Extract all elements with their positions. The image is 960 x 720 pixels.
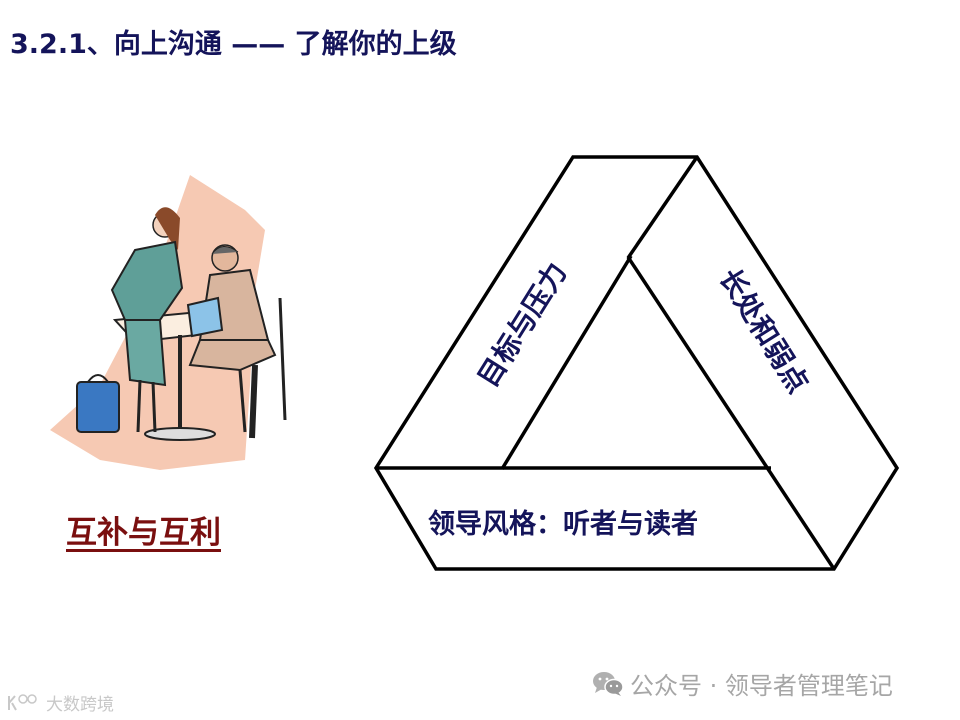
page-title: 3.2.1、向上沟通 —— 了解你的上级	[10, 29, 457, 60]
brand-watermark: 大数跨境	[6, 690, 114, 715]
wechat-icon	[593, 671, 624, 696]
wechat-account-text: 公众号 · 领导者管理笔记	[630, 672, 893, 700]
logo-icon	[8, 693, 37, 710]
top-band-cut	[626, 156, 699, 259]
brand-text: 大数跨境	[46, 695, 114, 715]
right-band-inner-edge	[626, 256, 836, 570]
business-people-illustration	[50, 175, 287, 470]
complementary-mutual-benefit-caption: 互补与互利	[66, 515, 221, 551]
leadership-style-label: 领导风格：听者与读者	[428, 509, 698, 540]
wechat-account-watermark: 公众号 · 领导者管理笔记	[592, 666, 893, 701]
left-band-inner-edge	[500, 255, 633, 470]
